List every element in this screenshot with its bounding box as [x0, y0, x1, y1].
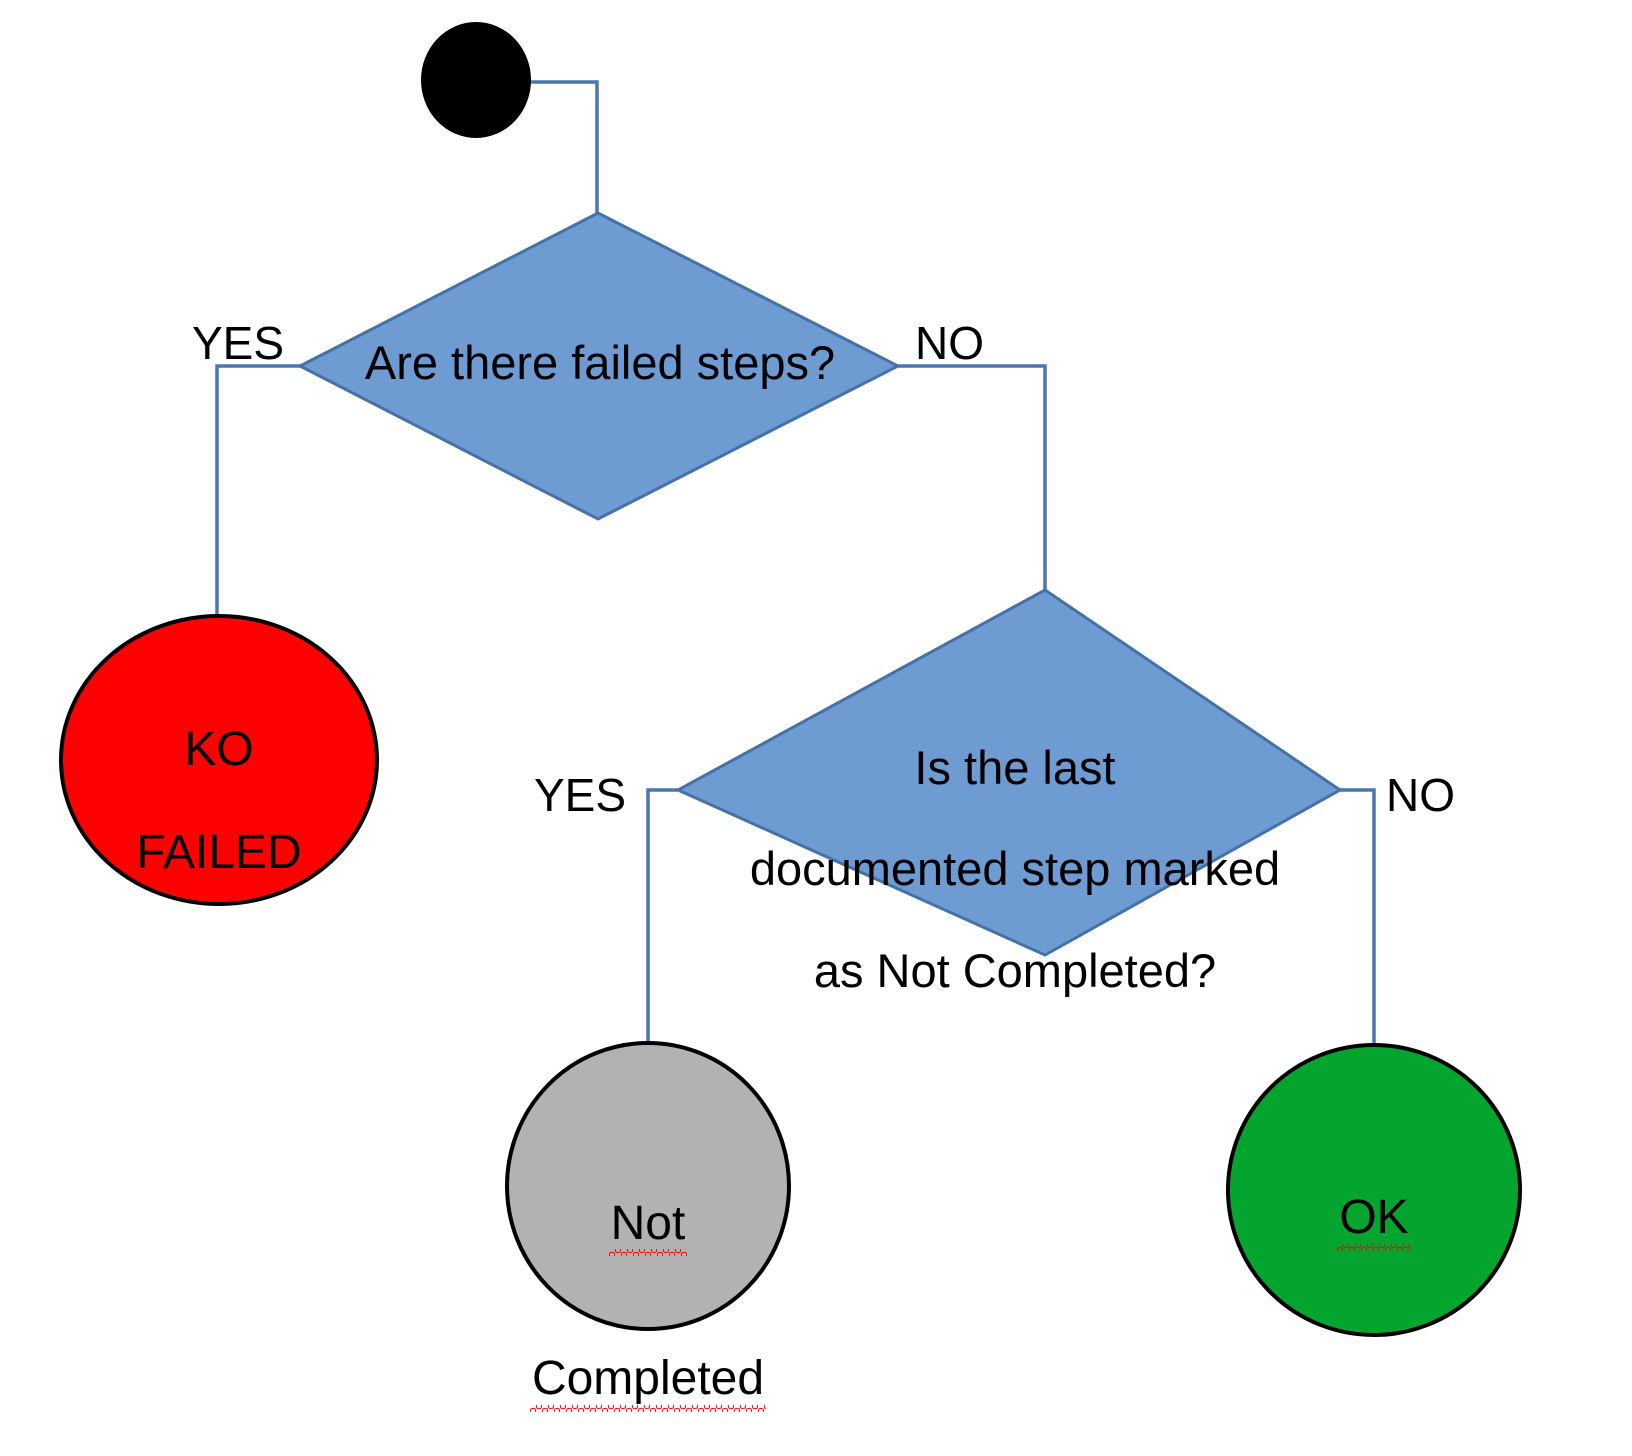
- edge-label-decision-1-yes: YES: [192, 317, 285, 369]
- decision-is-last-documented-step-not-completed-shape[interactable]: [674, 588, 1343, 957]
- connector-group: [215, 80, 1376, 1046]
- end-node-not-completed-shape[interactable]: [505, 1041, 791, 1331]
- connector-decision-2-yes-to-not-completed[interactable]: [646, 788, 678, 1046]
- decision-are-there-failed-steps-shape[interactable]: [296, 211, 902, 521]
- end-node-ok-shape[interactable]: [1226, 1043, 1522, 1337]
- connector-decision-2-no-to-ok[interactable]: [1338, 788, 1376, 1046]
- edge-label-decision-2-no: NO: [1386, 769, 1455, 821]
- end-node-ko-failed-shape[interactable]: [59, 614, 379, 906]
- connector-start-to-decision-1[interactable]: [528, 80, 599, 216]
- connector-decision-1-yes-to-ko[interactable]: [215, 364, 305, 620]
- start-node-circle[interactable]: [421, 22, 531, 138]
- connector-decision-1-no-to-decision-2[interactable]: [898, 364, 1047, 592]
- edge-label-decision-1-no: NO: [915, 317, 984, 369]
- edge-label-decision-2-yes: YES: [534, 769, 627, 821]
